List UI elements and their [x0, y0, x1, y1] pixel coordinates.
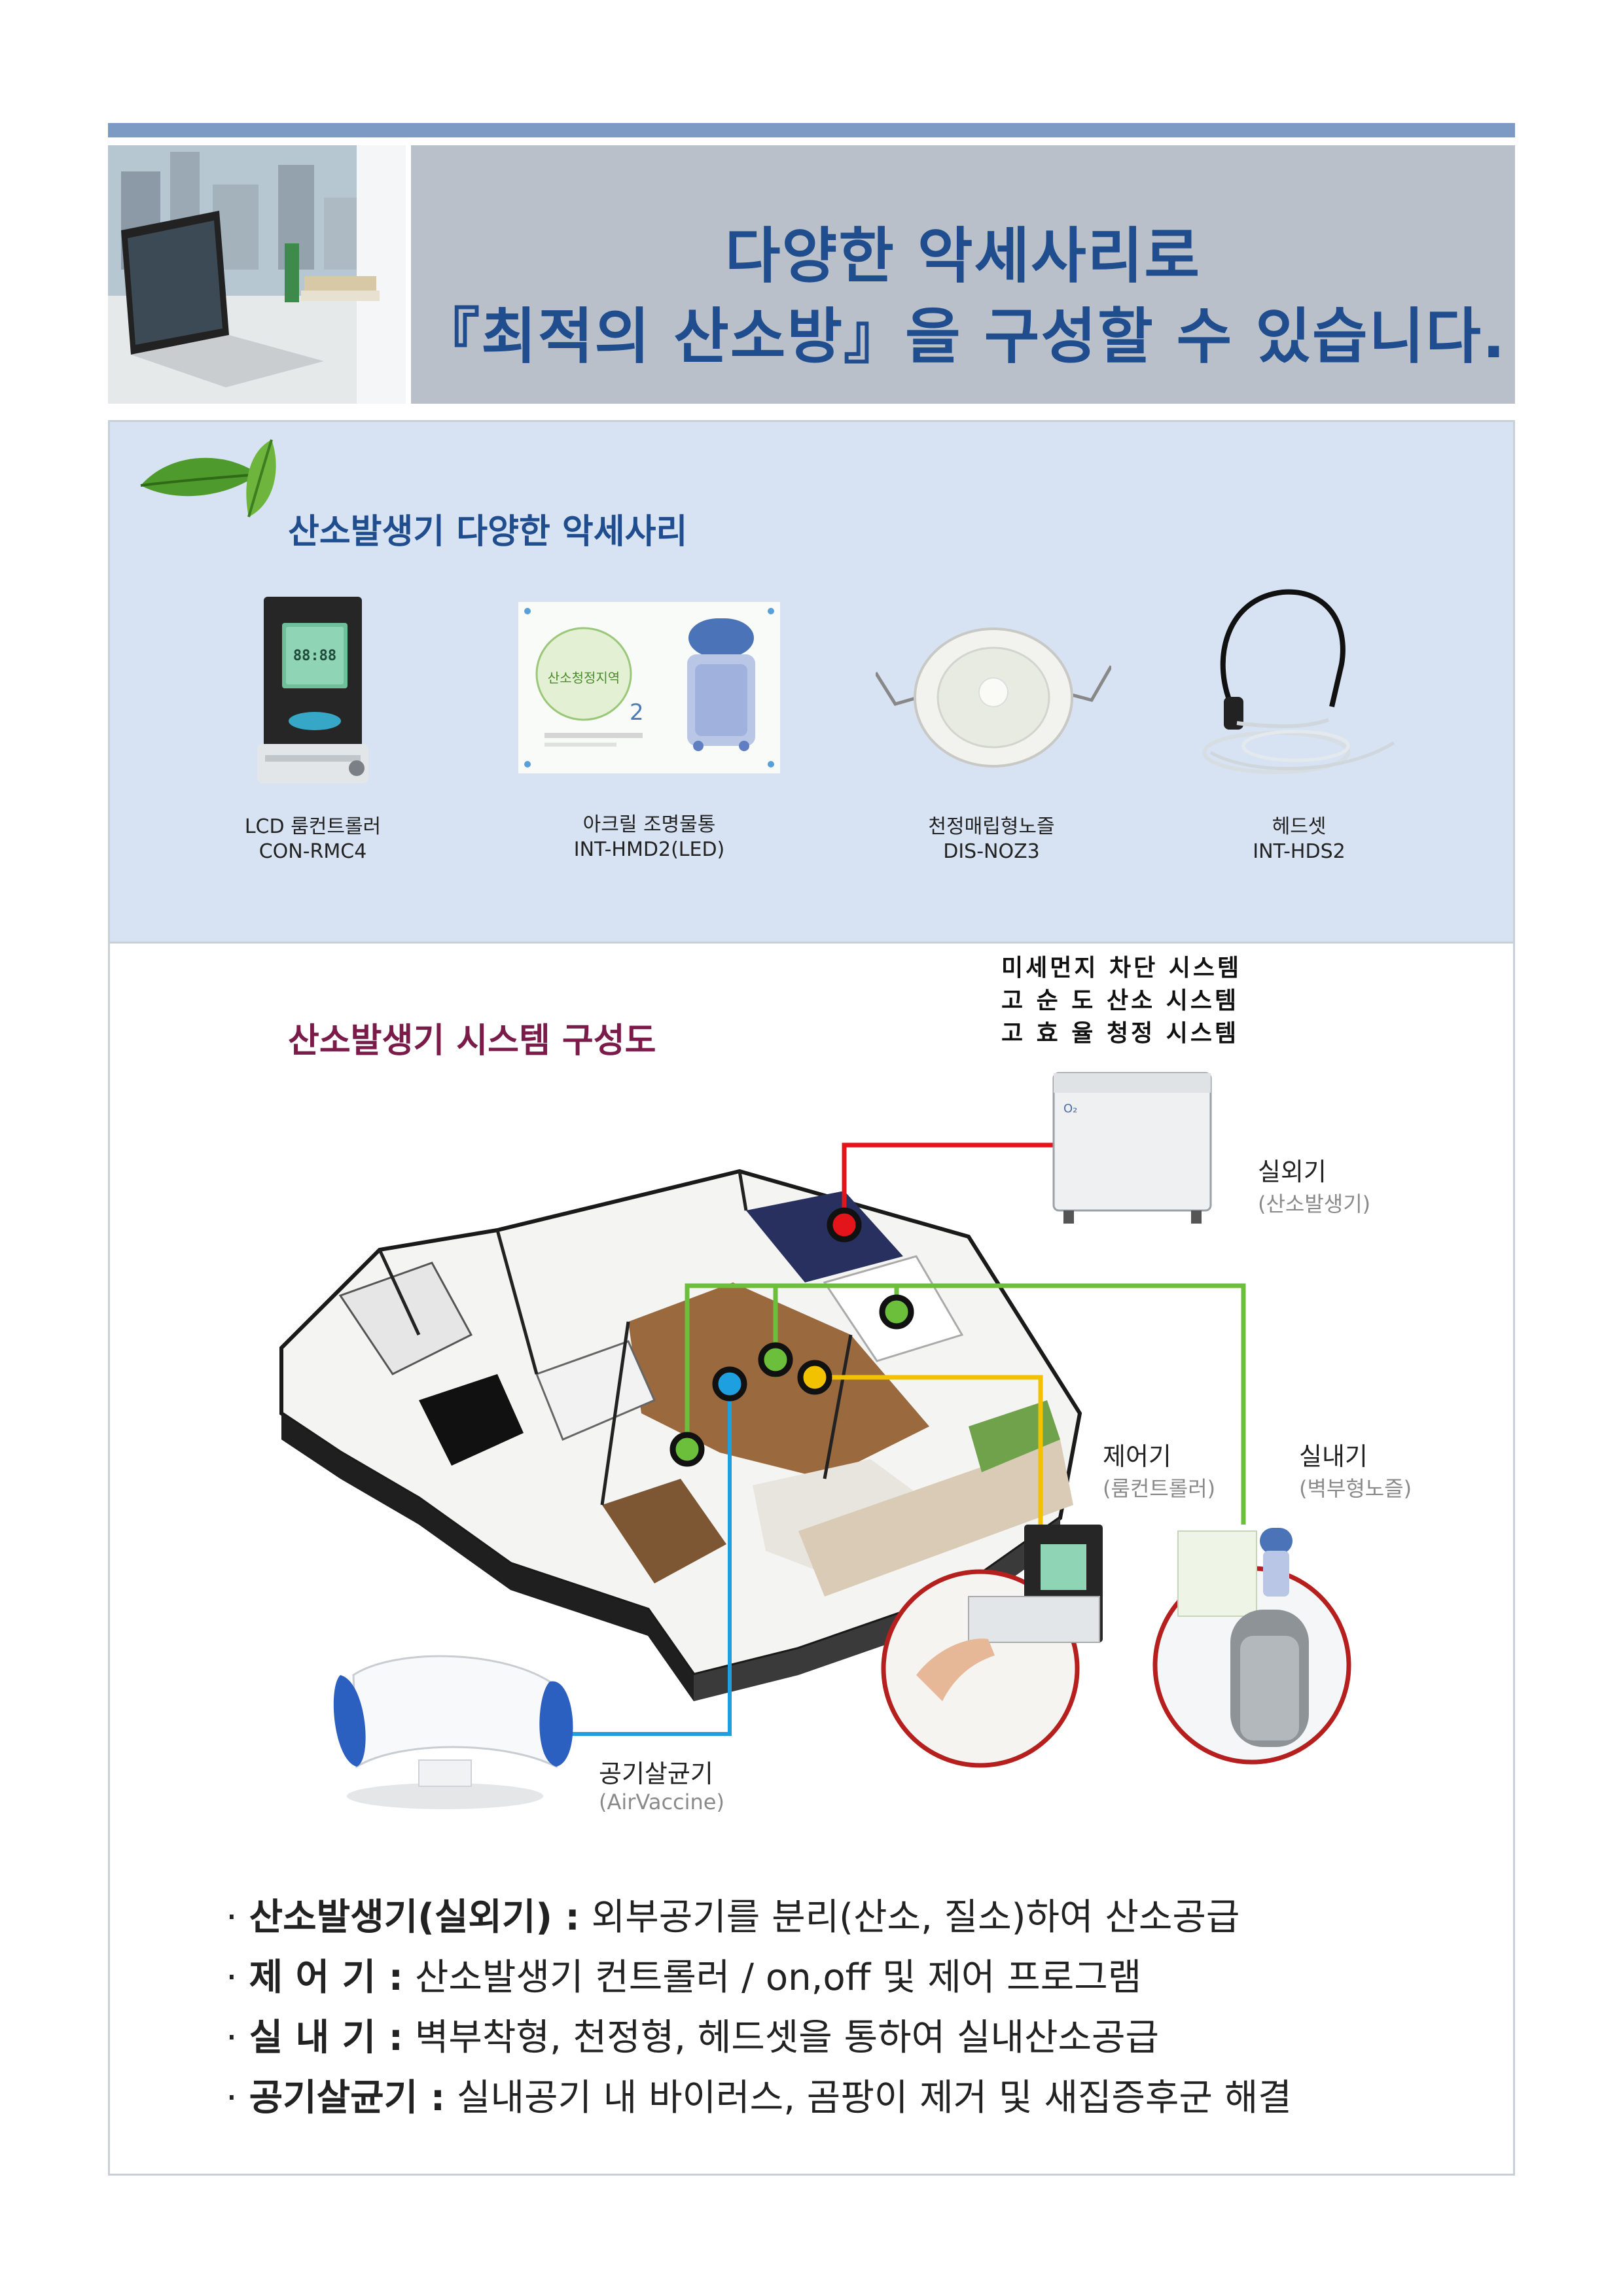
lcd-controller-image: 88:88	[257, 597, 368, 783]
controller-label-sub: (룸컨트롤러)	[1103, 1476, 1216, 1501]
accessory-name: 헤드셋	[1272, 815, 1327, 838]
svg-text:2: 2	[630, 699, 644, 726]
slogan-line: 고 효 율 청정 시스템	[1001, 1020, 1240, 1047]
system-slogans: 미세먼지 차단 시스템 고 순 도 산소 시스템 고 효 율 청정 시스템	[1001, 952, 1241, 1050]
feature-term: 산소발생기(실외기) :	[249, 1896, 580, 1939]
indoor-label-main: 실내기	[1299, 1442, 1368, 1471]
feature-desc: 실내공기 내 바이러스, 곰팡이 제거 및 새집증후군 해결	[456, 2077, 1292, 2119]
feature-term: 제 어 기 :	[249, 1956, 404, 1999]
lcd-screen-digits: 88:88	[293, 648, 337, 664]
slogan-line: 고 순 도 산소 시스템	[1001, 987, 1240, 1014]
accessory-name: LCD 룸컨트롤러	[244, 815, 382, 838]
feature-desc: 벽부착형, 천정형, 헤드셋을 통하여 실내산소공급	[414, 2017, 1160, 2059]
sterilizer-label-sub: (AirVaccine)	[599, 1790, 724, 1814]
accessory-model: CON-RMC4	[259, 840, 367, 863]
accessory-name: 아크릴 조명물통	[582, 813, 716, 836]
accessory-caption-1: LCD 룸컨트롤러 CON-RMC4	[175, 815, 450, 864]
feature-list: · 산소발생기(실외기) : 외부공기를 분리(산소, 질소)하여 산소공급 ·…	[226, 1888, 1292, 2128]
accessory-model: INT-HMD2(LED)	[573, 838, 725, 861]
indoor-label-sub: (벽부형노즐)	[1299, 1476, 1412, 1501]
accessory-caption-2: 아크릴 조명물통 INT-HMD2(LED)	[512, 813, 787, 862]
controller-label-main: 제어기	[1103, 1442, 1171, 1471]
feature-desc: 외부공기를 분리(산소, 질소)하여 산소공급	[591, 1896, 1240, 1939]
accessory-name: 천정매립형노즐	[928, 815, 1055, 838]
top-accent-bar	[108, 123, 1515, 137]
sterilizer-label: 공기살균기 (AirVaccine)	[599, 1754, 724, 1814]
headline-line1: 다양한 악세사리로	[724, 221, 1202, 291]
headline-box: 다양한 악세사리로 『최적의 산소방』을 구성할 수 있습니다.	[411, 145, 1515, 404]
ceiling-nozzle-image	[876, 627, 1111, 771]
headline-line2: 『최적의 산소방』을 구성할 수 있습니다.	[419, 302, 1507, 372]
feature-desc: 산소발생기 컨트롤러 / on,off 및 제어 프로그램	[414, 1956, 1142, 1999]
feature-item: · 제 어 기 : 산소발생기 컨트롤러 / on,off 및 제어 프로그램	[226, 1956, 1142, 1999]
accessory-caption-4: 헤드셋 INT-HDS2	[1162, 815, 1436, 864]
headset-image	[1198, 586, 1400, 788]
outdoor-label-sub: (산소발생기)	[1258, 1192, 1371, 1216]
system-title: 산소발생기 시스템 구성도	[288, 1021, 656, 1061]
accessory-model: DIS-NOZ3	[943, 840, 1040, 863]
feature-item: · 실 내 기 : 벽부착형, 천정형, 헤드셋을 통하여 실내산소공급	[226, 2017, 1160, 2059]
accessories-title: 산소발생기 다양한 악세사리	[288, 512, 688, 552]
feature-item: · 공기살균기 : 실내공기 내 바이러스, 곰팡이 제거 및 새집증후군 해결	[226, 2077, 1292, 2119]
indoor-label: 실내기 (벽부형노즐)	[1299, 1436, 1412, 1502]
feature-item: · 산소발생기(실외기) : 외부공기를 분리(산소, 질소)하여 산소공급	[226, 1896, 1240, 1939]
outdoor-label: 실외기 (산소발생기)	[1258, 1152, 1370, 1218]
feature-term: 실 내 기 :	[249, 2017, 404, 2059]
slogan-line: 미세먼지 차단 시스템	[1001, 955, 1242, 981]
oxygen-zone-card-text: 산소청정지역	[547, 670, 620, 686]
outdoor-label-main: 실외기	[1258, 1157, 1327, 1186]
sterilizer-label-main: 공기살균기	[599, 1759, 713, 1788]
accessory-model: INT-HDS2	[1253, 840, 1346, 863]
accessory-caption-3: 천정매립형노즐 DIS-NOZ3	[854, 815, 1129, 864]
feature-term: 공기살균기 :	[249, 2077, 446, 2119]
controller-label: 제어기 (룸컨트롤러)	[1103, 1436, 1215, 1502]
acrylic-light-tank-image: 2 산소청정지역	[518, 602, 780, 773]
office-laptop-photo	[108, 145, 406, 404]
